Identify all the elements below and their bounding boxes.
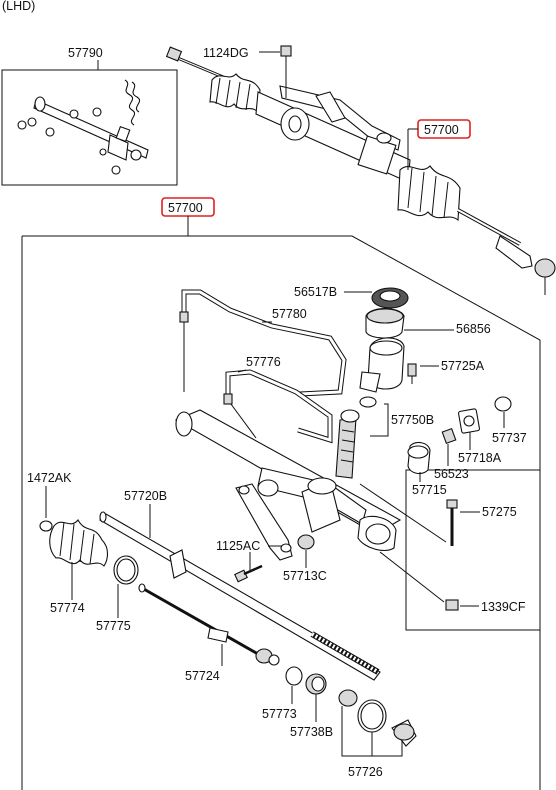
inset-57790: 57790 [1, 46, 178, 186]
label-1339cf: 1339CF [481, 600, 526, 614]
part-group-57726 [338, 689, 417, 747]
label-57718a: 57718A [458, 451, 502, 465]
label-57720b: 57720B [124, 489, 167, 503]
yoke-parts [407, 396, 512, 475]
band-57775 [113, 555, 139, 585]
label-56517b: 56517B [294, 285, 337, 299]
part-57773 [285, 666, 303, 686]
assembled-rack-top [165, 45, 556, 295]
label-1472ak: 1472AK [27, 471, 72, 485]
part-56523 [441, 427, 457, 445]
label-57726: 57726 [348, 765, 383, 779]
valve-parts [335, 287, 417, 479]
label-57774: 57774 [50, 601, 85, 615]
label-57776: 57776 [246, 355, 281, 369]
label-57738b: 57738B [290, 725, 333, 739]
callout-57700-top[interactable]: 57700 [417, 119, 471, 139]
hose-57780 [179, 289, 347, 397]
part-57737 [494, 396, 512, 412]
pinion-shaft [335, 417, 357, 479]
callout-57700-main[interactable]: 57700 [161, 197, 215, 217]
rack-housing [174, 409, 402, 551]
bolt-57275 [446, 499, 458, 546]
label-1125ac: 1125AC [216, 539, 260, 553]
label-57725a: 57725A [441, 359, 485, 373]
label-56523: 56523 [434, 467, 469, 481]
label-57737: 57737 [492, 431, 527, 445]
label-57780: 57780 [272, 307, 307, 321]
nut-1339cf [445, 599, 459, 611]
label-57713c: 57713C [283, 569, 327, 583]
bracket-1125ac [234, 483, 293, 583]
svg-text:57700: 57700 [168, 201, 203, 215]
hose-57776 [223, 369, 333, 444]
label-1124dg: 1124DG [203, 46, 249, 60]
label-57724: 57724 [185, 669, 220, 683]
inset-frame [1, 69, 178, 186]
part-57738b [305, 673, 327, 695]
label-57275: 57275 [482, 505, 517, 519]
label-56856: 56856 [456, 322, 491, 336]
boot-57774 [39, 519, 109, 567]
label-57750b: 57750B [391, 413, 434, 427]
label-57715: 57715 [412, 483, 447, 497]
tie-rod-57724 [138, 583, 280, 666]
exploded-frame [21, 235, 541, 790]
svg-text:57700: 57700 [424, 123, 459, 137]
label-57773: 57773 [262, 707, 297, 721]
variant-label: (LHD) [2, 0, 35, 13]
label-57775: 57775 [96, 619, 131, 633]
part-57713c [297, 534, 315, 550]
rack-bar-57720b [99, 511, 381, 681]
clip-1472ak [39, 520, 53, 532]
label-57790: 57790 [68, 46, 103, 60]
